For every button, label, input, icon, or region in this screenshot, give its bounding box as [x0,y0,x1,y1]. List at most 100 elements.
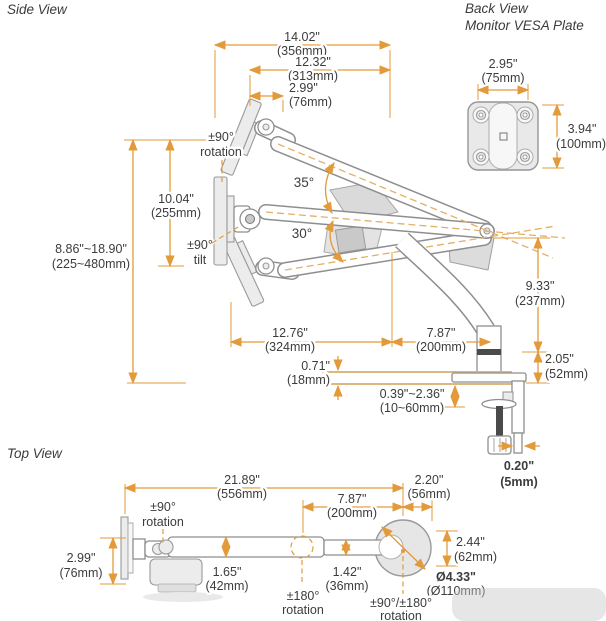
dim-clamp-range-mm: (10~60mm) [380,401,444,415]
dim-angle-down: 30° [289,219,344,263]
label-base-rotation: ±90°/±180° rotation [368,556,434,621]
svg-text:tilt: tilt [194,253,207,267]
side-view-drawing [213,98,566,455]
svg-text:±180°: ±180° [287,589,320,603]
dim-plate-offset: 2.99" (76mm) [248,79,335,112]
svg-text:±90°: ±90° [208,130,234,144]
dim-pole-height: 9.33" (237mm) [512,236,568,354]
monitor-plate-middle [213,176,228,266]
dim-arm-reach: 12.32" (313mm) [248,53,392,86]
dim-clamp-range-in: 0.39"~2.36" [380,387,445,401]
cable-clip [334,225,367,254]
pole-collar [477,349,501,355]
dim-vesa-height-in: 3.94" [568,122,597,136]
dim-tube-width-in: 1.42" [333,565,362,579]
label-top-rotation: ±90° rotation [140,498,186,543]
dim-total-reach: 14.02" (356mm) [213,28,392,61]
dim-plate-thickness: 0.20" (5mm) [498,441,540,492]
side-view-dimensions: 14.02" (356mm) 12.32" (313mm) 2.99" (76m… [49,28,591,492]
dim-base-offset: 2.20" (56mm) [401,471,453,512]
dim-plate-offset-mm: (76mm) [289,95,332,109]
dim-lift-in: 10.04" [158,192,194,206]
dim-lift-mm: (255mm) [151,206,201,220]
dim-plate-offset-in: 2.99" [289,81,318,95]
svg-text:rotation: rotation [282,603,324,617]
dim-total-length-in: 21.89" [224,473,260,487]
dim-arm-width-mm: (42mm) [205,579,248,593]
svg-text:rotation: rotation [200,145,242,159]
dim-base-height-mm: (62mm) [454,550,497,564]
dim-clamp-height: 2.05" (52mm) [533,350,591,385]
dim-total-length: 21.89" (556mm) [123,471,405,504]
dim-arm-front: 12.76" (324mm) [229,324,394,357]
top-hinge-block [132,538,146,560]
dim-base-diameter-mm: (Ø110mm) [427,584,486,598]
dim-plate-thickness-in: 0.20" [504,459,534,473]
label-mid-rotation: ±180° rotation [280,535,326,620]
top-view-dimensions: 21.89" (556mm) 7.87" (200mm) 2.20" (56mm… [57,471,500,621]
dim-vesa-height: 3.94" (100mm) [542,103,606,170]
clamp-top-plate [451,372,527,383]
vesa-center-hole [499,132,508,141]
dim-base-offset-in: 2.20" [415,473,444,487]
dim-arm-width-in: 1.65" [213,565,242,579]
dim-pole-height-mm: (237mm) [515,294,565,308]
dim-top-plate-width-in: 2.99" [67,551,96,565]
riser-tube [396,233,494,335]
dim-base-diameter: Ø4.33" (Ø110mm) [381,526,488,601]
svg-text:±90°: ±90° [187,238,213,252]
dim-rear-arm-in: 7.87" [338,492,367,506]
dim-vesa-width-in: 2.95" [489,57,518,71]
dim-pole-height-in: 9.33" [526,279,555,293]
dim-vesa-height-mm: (100mm) [556,137,606,151]
dim-angle-up: 35° [291,162,335,215]
top-tilt-housing [149,558,203,586]
clamp-thin-plate [513,432,523,454]
dim-arm-width: 1.65" (42mm) [203,535,251,596]
angle-up-label: 35° [294,175,314,190]
dim-plate-thickness-mm: (5mm) [500,475,538,489]
dim-arm-reach-mm: (313mm) [288,69,338,83]
dim-tube-width-mm: (36mm) [325,579,368,593]
dim-vesa-width-mm: (75mm) [481,71,524,85]
dim-arm-rear-mm: (200mm) [416,340,466,354]
clamp-back-plate [511,380,525,434]
vesa-screws [472,106,534,166]
dim-top-plate-width-mm: (76mm) [59,566,102,580]
svg-text:±90°: ±90° [150,500,176,514]
dim-base-diameter-in: Ø4.33" [436,570,476,584]
dim-arm-reach-in: 12.32" [295,55,331,69]
dim-lift: 10.04" (255mm) [148,138,204,268]
dim-total-reach-mm: (356mm) [277,44,327,58]
dim-total-length-mm: (556mm) [217,487,267,501]
dim-clamp-height-mm: (52mm) [545,367,588,381]
dim-height-range-in: 8.86"~18.90" [55,242,127,256]
watermark [452,588,606,621]
centerline-level [265,211,566,239]
dim-arm-front-mm: (324mm) [265,340,315,354]
dim-tube-width: 1.42" (36mm) [323,538,371,596]
top-rear-tube [323,539,389,556]
dim-base-height: 2.44" (62mm) [436,529,500,568]
back-view-subtitle: Monitor VESA Plate [465,18,584,33]
dim-rear-arm: 7.87" (200mm) [301,490,405,523]
dim-vesa-width: 2.95" (75mm) [476,55,530,100]
label-tilt: ±90° tilt [185,226,239,270]
dim-desk-thickness-mm: (18mm) [287,373,330,387]
vesa-center-slot [488,102,518,170]
svg-text:±90°/±180°: ±90°/±180° [370,596,432,610]
top-pole-notch [378,534,404,560]
dim-rear-arm-mm: (200mm) [327,506,377,520]
dim-clamp-height-in: 2.05" [545,352,574,366]
dim-clamp-range: 0.39"~2.36" (10~60mm) [377,385,465,418]
dim-base-height-in: 2.44" [456,535,485,549]
angle-down-label: 30° [292,226,312,241]
dim-desk-thickness: 0.71" (18mm) [284,356,343,400]
top-front-arm [167,536,325,558]
dim-total-reach-in: 14.02" [284,30,320,44]
clamp-screw [496,406,503,436]
svg-text:rotation: rotation [380,609,422,621]
label-vesa-rotation: ±90° rotation [198,128,244,183]
